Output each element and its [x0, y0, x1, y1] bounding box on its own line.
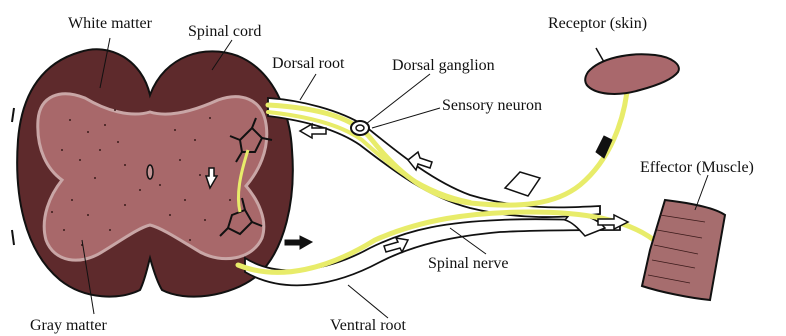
label-spinal-nerve: Spinal nerve	[428, 255, 508, 272]
label-ventral-root: Ventral root	[330, 317, 407, 334]
dorsal-ganglion	[351, 121, 369, 135]
label-dorsal-root: Dorsal root	[272, 55, 345, 72]
label-effector: Effector (Muscle)	[640, 159, 754, 176]
central-canal	[147, 165, 153, 179]
label-sensory-neuron: Sensory neuron	[442, 97, 542, 114]
receptor-skin	[585, 54, 679, 94]
label-gray-matter: Gray matter	[30, 317, 108, 334]
label-white-matter: White matter	[68, 15, 153, 32]
spinal-cord-cross-section	[12, 49, 293, 296]
label-dorsal-ganglion: Dorsal ganglion	[392, 57, 495, 74]
ventral-root-sheath	[245, 219, 620, 285]
arrow-motor-out	[285, 236, 312, 249]
label-receptor: Receptor (skin)	[548, 15, 647, 32]
label-spinal-cord: Spinal cord	[188, 23, 261, 40]
effector-muscle	[642, 200, 725, 300]
